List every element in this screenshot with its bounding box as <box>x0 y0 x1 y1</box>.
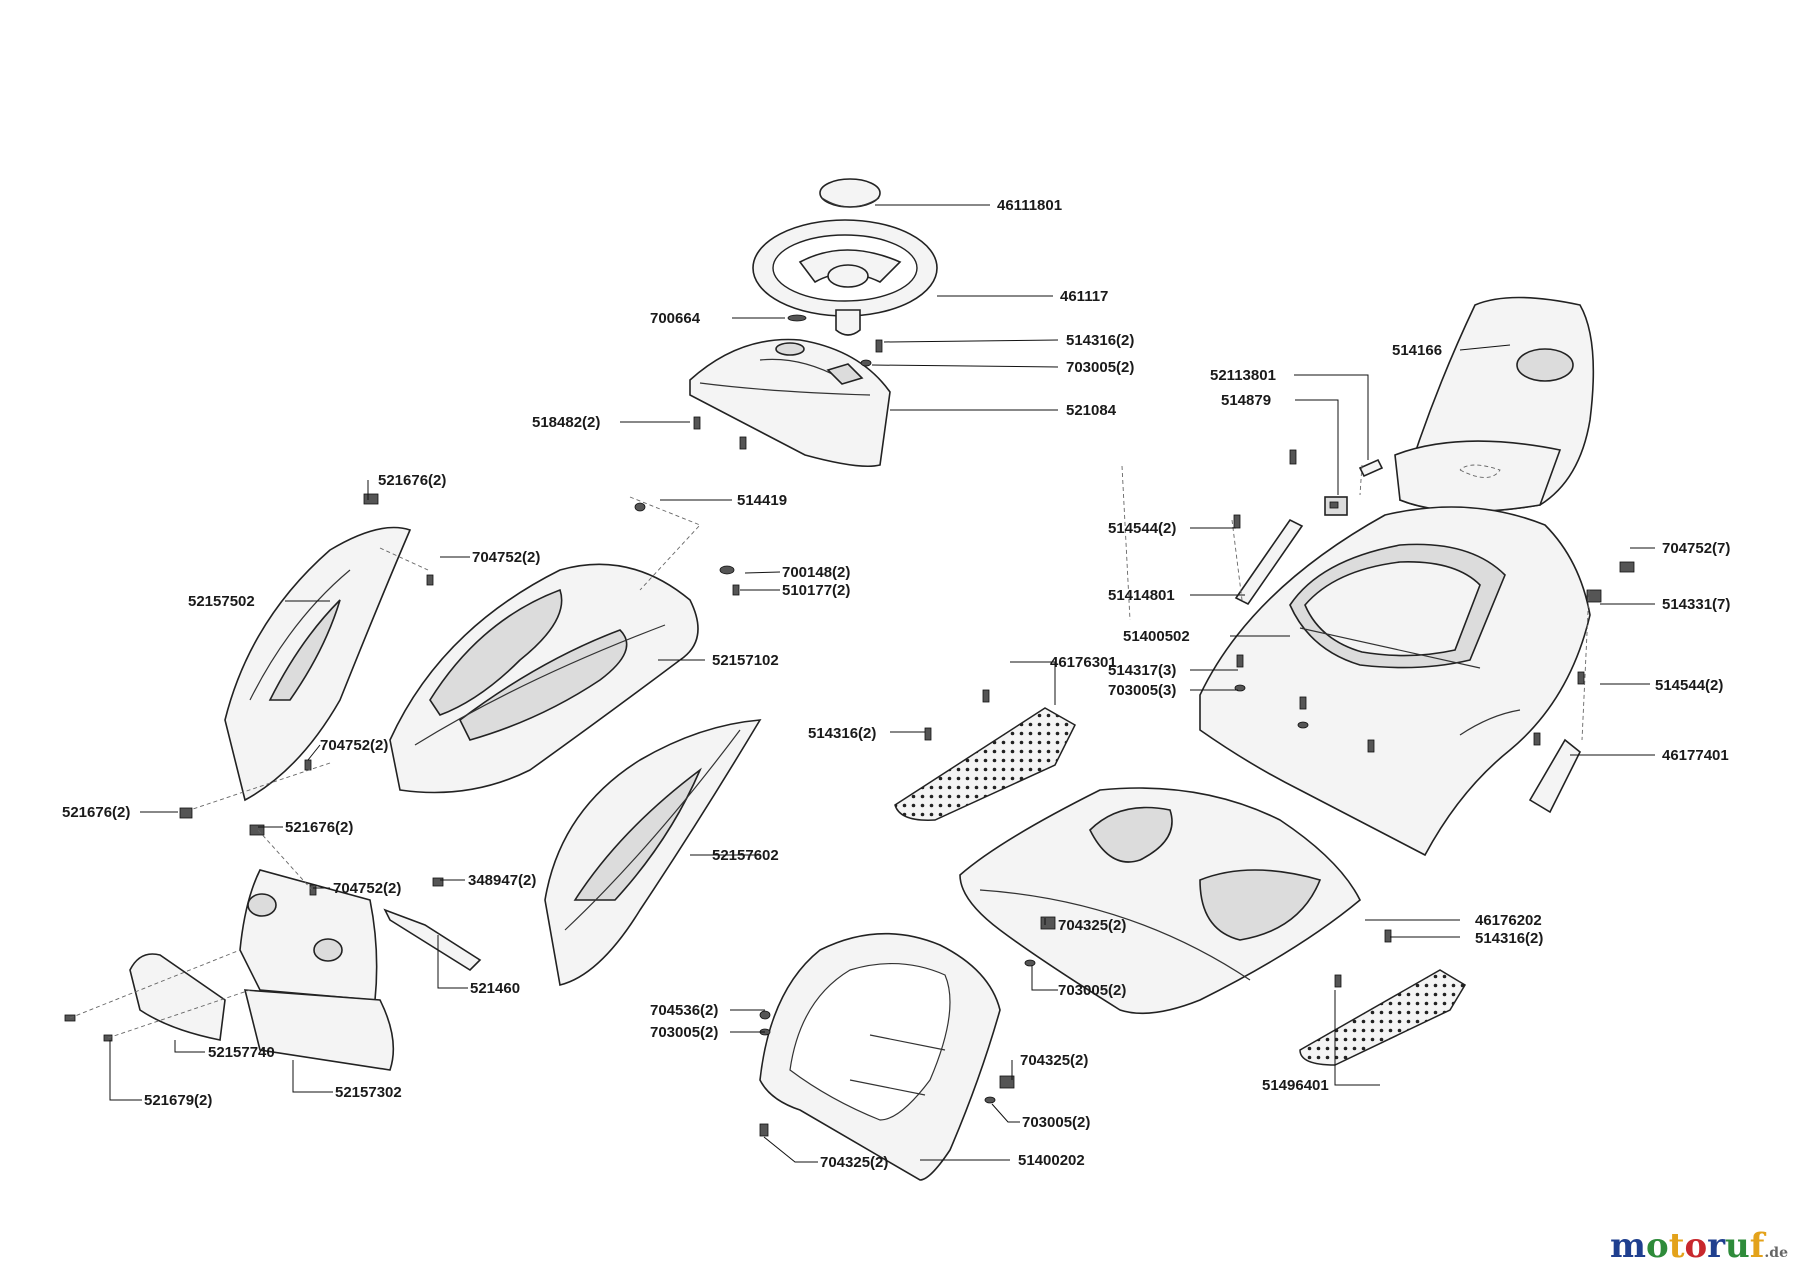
callout-514331: 514331(7) <box>1662 596 1730 613</box>
callout-703005-c: 703005(2) <box>1058 982 1126 999</box>
callout-704325-a: 704325(2) <box>1058 917 1126 934</box>
steering-wheel-cap-part <box>819 178 881 208</box>
callout-521084: 521084 <box>1066 402 1117 419</box>
callout-704752-7: 704752(7) <box>1662 540 1730 557</box>
callout-703005-a: 703005(2) <box>1066 359 1134 376</box>
front-grille-part <box>239 869 378 1001</box>
left-footrest-mat-part <box>894 707 1076 821</box>
leader-lines <box>109 204 1655 1163</box>
alignment-lines <box>69 464 1590 1039</box>
front-bumper-part <box>243 989 395 1071</box>
callout-704325-b: 704325(2) <box>1020 1052 1088 1069</box>
left-side-panel-part <box>224 526 412 802</box>
callout-700664: 700664 <box>650 310 701 327</box>
callout-703005-e: 703005(2) <box>1022 1114 1090 1131</box>
callout-46111801: 46111801 <box>997 197 1062 214</box>
watermark-brand: motoruf <box>1610 1226 1765 1266</box>
callout-52113801: 52113801 <box>1210 367 1276 384</box>
callout-46176202: 46176202 <box>1475 912 1542 929</box>
callout-51414801: 51414801 <box>1108 587 1175 604</box>
fastener-group-dash <box>693 339 883 450</box>
callout-514544-a: 514544(2) <box>1108 520 1176 537</box>
motoruf-watermark: motoruf.de <box>1610 1226 1788 1266</box>
callout-514419: 514419 <box>737 492 787 509</box>
right-footrest-mat-part <box>1299 969 1467 1066</box>
callout-703005-b: 703005(3) <box>1108 682 1176 699</box>
callout-52157602: 52157602 <box>712 847 779 864</box>
callout-51400202: 51400202 <box>1018 1152 1085 1169</box>
clip-700664-part <box>787 314 807 322</box>
seat-part <box>1394 296 1595 513</box>
callout-704752-c: 704752(2) <box>333 880 401 897</box>
callout-518482: 518482(2) <box>532 414 600 431</box>
callout-514166: 514166 <box>1392 342 1442 359</box>
callout-52157740: 52157740 <box>208 1044 275 1061</box>
callout-52157502: 52157502 <box>188 593 255 610</box>
fuse-part <box>1358 458 1384 478</box>
callout-704752-b: 704752(2) <box>320 737 388 754</box>
callout-labels: 46111801 461117 700664 514316(2) 703005(… <box>62 197 1730 1171</box>
callout-703005-d: 703005(2) <box>650 1024 718 1041</box>
bracket-part <box>1234 518 1304 606</box>
callout-514316-a: 514316(2) <box>1066 332 1134 349</box>
callout-521676-c: 521676(2) <box>285 819 353 836</box>
fastener-group-footrest-l <box>924 689 990 741</box>
callout-704536: 704536(2) <box>650 1002 718 1019</box>
callout-521679: 521679(2) <box>144 1092 212 1109</box>
callout-704325-c: 704325(2) <box>820 1154 888 1171</box>
steering-wheel-part <box>752 219 938 336</box>
callout-46176301: 46176301 <box>1050 654 1117 671</box>
headlight-lens-part <box>129 953 226 1041</box>
callout-51496401: 51496401 <box>1262 1077 1329 1094</box>
callout-521676-a: 521676(2) <box>378 472 446 489</box>
hood-part <box>389 563 699 794</box>
rear-fender-body-part <box>1199 506 1591 857</box>
watermark-suffix: .de <box>1764 1245 1788 1261</box>
dashboard-cover-part <box>689 338 891 468</box>
callout-461117: 461117 <box>1060 288 1108 305</box>
callout-704752-a: 704752(2) <box>472 549 540 566</box>
callout-521676-b: 521676(2) <box>62 804 130 821</box>
fastener-group-fender <box>1233 449 1635 753</box>
callout-514544-b: 514544(2) <box>1655 677 1723 694</box>
callout-514879: 514879 <box>1221 392 1271 409</box>
fastener-group-hood <box>634 502 740 596</box>
right-side-panel-part <box>544 719 762 986</box>
callout-52157302: 52157302 <box>335 1084 402 1101</box>
floor-panel-part <box>959 787 1361 1015</box>
callout-700148: 700148(2) <box>782 564 850 581</box>
callout-46177401: 46177401 <box>1662 747 1729 764</box>
callout-52157102: 52157102 <box>712 652 779 669</box>
callout-514316-b: 514316(2) <box>808 725 876 742</box>
callout-521460: 521460 <box>470 980 520 997</box>
callout-514317: 514317(3) <box>1108 662 1176 679</box>
fastener-group-frame <box>759 1010 1015 1137</box>
callout-51400502: 51400502 <box>1123 628 1190 645</box>
side-bracket-part <box>1528 738 1582 814</box>
callout-348947: 348947(2) <box>468 872 536 889</box>
front-frame-part <box>759 932 1001 1181</box>
callout-514316-c: 514316(2) <box>1475 930 1543 947</box>
callout-510177: 510177(2) <box>782 582 850 599</box>
mount-bracket-part <box>383 908 482 972</box>
switch-part <box>1324 496 1348 516</box>
